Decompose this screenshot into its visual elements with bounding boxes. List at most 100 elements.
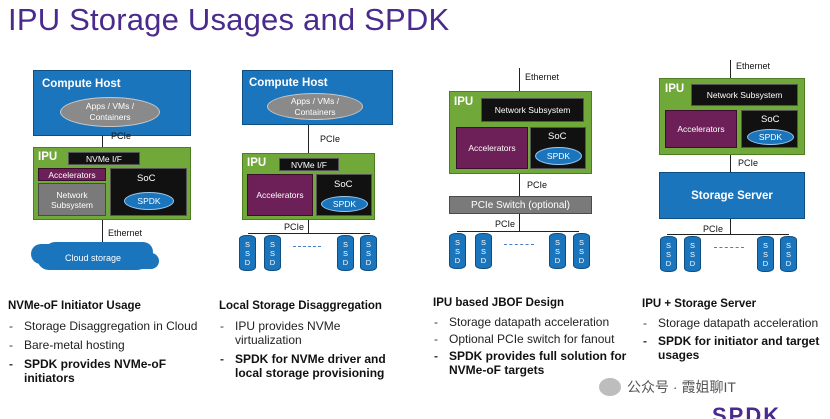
ethernet-label: Ethernet [108,228,143,238]
pcie-switch-box: PCIe Switch (optional) [449,196,592,214]
panel-nvmeof-initiator: NVMe-oF Initiator Usage Storage Disaggre… [8,300,200,390]
wechat-icon [599,378,621,396]
spdk-logo-fragment: SPDK [712,405,830,419]
spdk-logo-text: SPDK [712,405,782,419]
nvme-if-box: NVMe I/F [68,152,140,165]
apps-line2: Containers [294,106,336,117]
ssd-ellipsis [504,244,534,245]
ipu-label: IPU [38,151,58,163]
pcie-label: PCIe [527,180,548,190]
ethernet-link [730,60,731,78]
pcie-link [519,174,520,196]
ipu-box: IPU Network Subsystem Accelerators SoC S… [659,78,805,155]
pcie-link-lower [308,220,309,234]
panel-bullet: Optional PCIe switch for fanout [433,332,641,346]
ipu-label: IPU [247,157,267,169]
panel-ipu-storage-server: IPU + Storage Server Storage datapath ac… [642,298,830,367]
panel-bullet: SPDK for NVMe driver and local storage p… [219,352,409,380]
apps-line1: Apps / VMs / [290,95,340,106]
cloud-storage-label: Cloud storage [64,253,122,263]
pcie-label: PCIe [111,131,132,141]
panel-bullet: Storage datapath acceleration [433,315,641,329]
panel-jbof: IPU based JBOF Design Storage datapath a… [433,297,641,382]
soc-label: SoC [137,173,156,184]
soc-box: SoC SPDK [316,174,372,216]
soc-box: SoC SPDK [110,168,187,216]
ipu-label: IPU [665,83,685,95]
panel-heading: NVMe-oF Initiator Usage [8,300,141,312]
soc-box: SoC SPDK [741,110,798,148]
ethernet-link [519,68,520,91]
watermark: 公众号 · 霞姐聊IT [599,377,736,397]
pcie-label-lower: PCIe [495,219,516,229]
storage-server-box: Storage Server [659,172,805,219]
panel-local-disaggregation: Local Storage Disaggregation IPU provide… [219,300,409,385]
accelerators-box: Accelerators [665,110,737,148]
spdk-oval: SPDK [535,147,582,165]
cloud-storage-icon: Cloud storage [37,246,149,270]
ipu-label: IPU [454,96,474,108]
spdk-oval: SPDK [321,196,368,212]
pcie-label-lower: PCIe [284,222,305,232]
pcie-link [102,136,103,148]
panel-heading: IPU based JBOF Design [433,297,565,309]
watermark-text: 公众号 · 霞姐聊IT [627,379,736,395]
ssd-ellipsis [293,246,321,247]
ssd-bus [667,234,789,235]
ssd-ellipsis [714,247,744,248]
pcie-link [308,125,309,153]
accelerators-box: Accelerators [247,174,313,216]
ipu-box: IPU NVMe I/F Accelerators SoC SPDK [242,153,375,220]
accelerators-box: Accelerators [38,168,106,181]
ethernet-label: Ethernet [525,72,560,82]
accelerators-box: Accelerators [456,127,528,169]
ethernet-label: Ethernet [736,61,771,71]
network-line1: Network [56,189,88,200]
pcie-label: PCIe [320,134,341,144]
pcie-label: PCIe [738,158,759,168]
ssd-bus [248,233,370,234]
soc-label: SoC [548,131,567,142]
soc-label: SoC [334,179,353,190]
spdk-oval: SPDK [747,129,794,145]
apps-oval: Apps / VMs / Containers [60,97,160,127]
network-subsystem-box: Network Subsystem [691,84,798,106]
ethernet-link [102,220,103,242]
spdk-oval: SPDK [124,192,174,210]
panel-bullet: Bare-metal hosting [8,338,200,352]
panel-heading: Local Storage Disaggregation [219,300,382,312]
ipu-box: IPU NVMe I/F Accelerators Network Subsys… [33,147,191,220]
apps-oval: Apps / VMs / Containers [267,93,363,120]
pcie-link [730,155,731,172]
panel-bullet: Storage Disaggregation in Cloud [8,319,200,333]
panel-bullet: Storage datapath acceleration [642,316,830,330]
ssd-bus [457,231,579,232]
panel-heading: IPU + Storage Server [642,298,757,310]
panel-bullet: SPDK for initiator and target usages [642,334,830,362]
compute-host-label: Compute Host [42,78,121,90]
soc-box: SoC SPDK [530,127,586,169]
compute-host-box: Compute Host Apps / VMs / Containers [33,70,191,136]
pcie-label-lower: PCIe [703,224,724,234]
network-subsystem-box: Network Subsystem [481,98,584,122]
ipu-box: IPU Network Subsystem Accelerators SoC S… [449,91,592,174]
panel-bullet: SPDK provides full solution for NVMe-oF … [433,349,641,377]
nvme-if-box: NVMe I/F [279,158,339,171]
soc-label: SoC [761,114,780,125]
pcie-link-lower [519,214,520,231]
panel-bullet: SPDK provides NVMe-oF initiators [8,357,200,385]
network-line2: Subsystem [50,199,94,210]
compute-host-label: Compute Host [249,77,328,89]
pcie-link-lower [730,219,731,234]
